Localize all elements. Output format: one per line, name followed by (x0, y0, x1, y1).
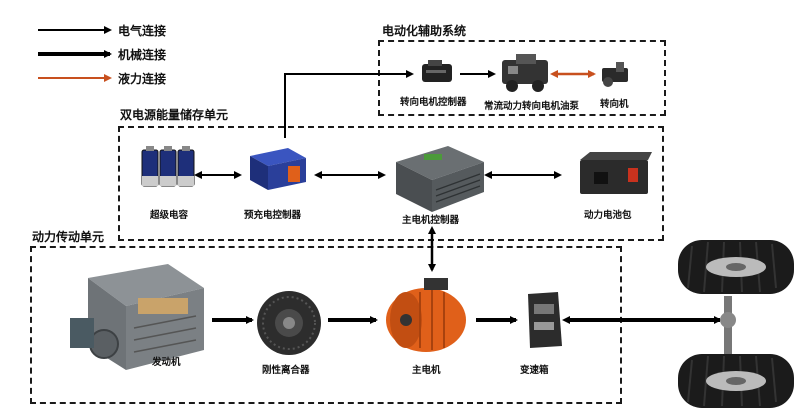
axle-hub (720, 312, 736, 328)
steering-gear-icon (602, 62, 628, 87)
main-motor-controller-icon (396, 146, 484, 212)
battery-pack-label: 动力电池包 (584, 210, 632, 221)
legend-electrical-label: 电气连接 (118, 24, 167, 38)
engine-label: 发动机 (152, 357, 181, 368)
main-motor-icon (386, 278, 466, 352)
drivetrain-box (30, 246, 622, 404)
main-motor-label: 主电机 (412, 365, 441, 376)
precharge-to-steering-line (284, 70, 414, 138)
gearbox-icon (528, 292, 562, 348)
steering-gear-label: 转向机 (600, 99, 629, 110)
legend-mechanical-label: 机械连接 (118, 48, 167, 62)
upper-wheel-icon (678, 240, 794, 294)
supercapacitor-icon (141, 146, 195, 187)
gearbox-label: 变速箱 (520, 365, 549, 376)
rigid-clutch-icon (257, 291, 321, 355)
rigid-clutch-label: 刚性离合器 (262, 365, 310, 376)
precharge-controller-icon (250, 148, 306, 190)
steering-motor-controller-icon (422, 60, 452, 82)
steering-system-title: 电动化辅助系统 (382, 24, 467, 38)
battery-pack-icon (580, 152, 652, 194)
drivetrain-title: 动力传动单元 (32, 230, 105, 244)
dual-power-box (118, 126, 664, 241)
supercapacitor-label: 超级电容 (150, 210, 189, 221)
steering-system-box (378, 40, 666, 116)
lower-wheel-icon (678, 354, 794, 408)
wheel-axle-assembly (678, 240, 794, 408)
oil-pump-icon (502, 54, 548, 92)
steering-motor-controller-label: 转向电机控制器 (400, 97, 467, 108)
oil-pump-label: 常流动力转向电机油泵 (484, 101, 580, 112)
legend-hydraulic-label: 液力连接 (118, 72, 167, 86)
precharge-controller-label: 预充电控制器 (244, 210, 302, 221)
main-motor-controller-label: 主电机控制器 (402, 215, 460, 226)
engine-icon (70, 264, 204, 370)
dual-power-title: 双电源能量储存单元 (120, 108, 229, 122)
